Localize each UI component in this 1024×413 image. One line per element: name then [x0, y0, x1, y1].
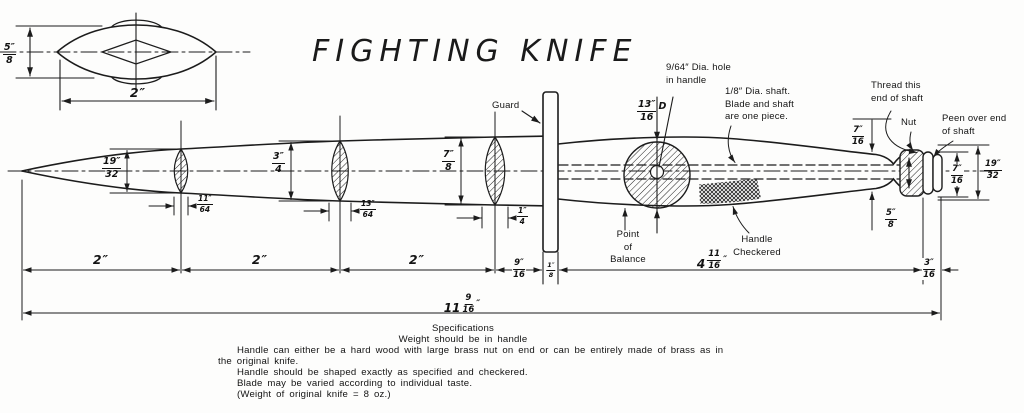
specs-line5: Blade may be varied according to individ…	[237, 378, 473, 389]
dim-seg1: 2″	[92, 252, 110, 267]
pommel	[899, 149, 943, 197]
page-title: FIGHTING KNIFE	[312, 34, 638, 69]
nut-label: Nut	[901, 117, 917, 128]
point-of-balance-label: Point of Balance	[610, 229, 646, 266]
section1-width-dim: 11″64	[197, 194, 213, 214]
thread-note: Thread this end of shaft	[871, 80, 924, 104]
balance-hole	[623, 96, 691, 234]
end-height-dim: 19″32	[984, 159, 1002, 181]
peen-note: Peen over end of shaft	[942, 113, 1007, 137]
diameter-suffix: D	[658, 101, 667, 112]
specs-heading: Specifications	[432, 323, 494, 334]
hole-note: 9/64″ Dia. hole in handle	[666, 62, 731, 86]
blade-dimension-lines	[109, 111, 517, 274]
section2-width-dim: 13″64	[360, 199, 376, 219]
dim-seg6: 3″16	[922, 258, 936, 280]
dim-seg3: 2″	[408, 252, 426, 267]
leader-lines	[622, 110, 990, 234]
hidden-shaft-lines	[558, 164, 935, 180]
cross-section-height-dim: 5″8	[3, 42, 16, 66]
handle-checkered-label: Handle Checkered	[733, 234, 781, 258]
specs-line2: Handle can either be a hard wood with la…	[237, 345, 724, 356]
neck-bottom-dim: 5″8	[885, 208, 897, 230]
section3-width-dim: 1″4	[517, 206, 528, 226]
dim-seg4: 9″16	[512, 258, 526, 280]
bottom-dimension-lines	[21, 179, 959, 321]
specs-line4: Handle should be shaped exactly as speci…	[237, 367, 528, 378]
section2-height-dim: 3″4	[272, 151, 285, 175]
neck-top-dim: 7″16	[852, 125, 864, 147]
cross-section-view	[0, 12, 251, 111]
guard	[521, 91, 559, 285]
shaft-note: 1/8″ Dia. shaft. Blade and shaft are one…	[725, 86, 795, 123]
dim-guard-thickness: 1″8	[545, 261, 557, 279]
dim-seg2: 2″	[251, 252, 269, 267]
specs-line3: the original knife.	[218, 356, 299, 367]
guard-label: Guard	[492, 100, 520, 111]
specs-line1: Weight should be in handle	[398, 334, 528, 345]
specs-line6: (Weight of original knife = 8 oz.)	[237, 389, 391, 400]
hole-diameter-dim: 13″16 D	[637, 99, 667, 123]
section1-height-dim: 19″32	[102, 156, 122, 180]
checkered-patch	[699, 178, 761, 204]
cross-section-width-dim: 2″	[129, 85, 147, 100]
section3-height-dim: 7″8	[442, 149, 455, 173]
nut-height-dim: 7″16	[950, 164, 964, 186]
